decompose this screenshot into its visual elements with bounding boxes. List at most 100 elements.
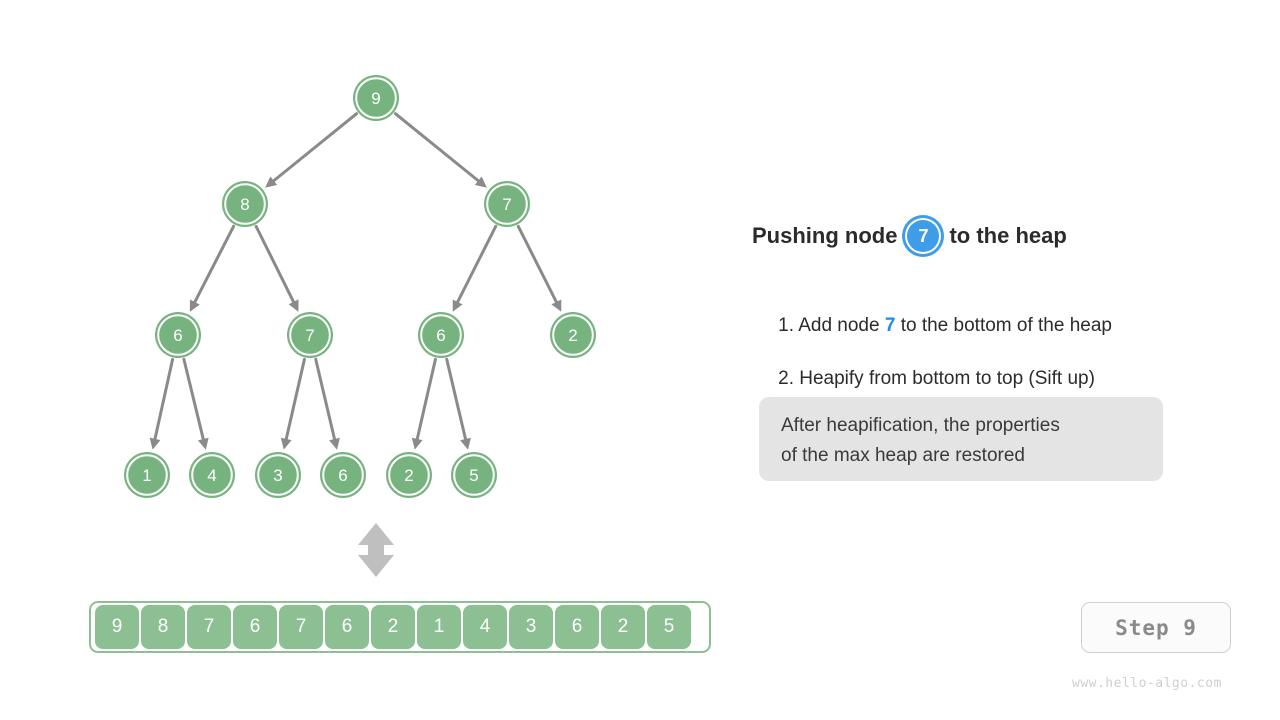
tree-node-label: 1 bbox=[142, 466, 151, 485]
tree-edge bbox=[393, 112, 482, 184]
tree-node-inner-ring bbox=[257, 454, 299, 496]
step-1-highlight-value: 7 bbox=[884, 315, 896, 336]
tree-node: 1 bbox=[124, 452, 170, 498]
tree-node: 4 bbox=[189, 452, 235, 498]
tree-node-label: 6 bbox=[338, 466, 347, 485]
array-cell: 2 bbox=[601, 605, 645, 649]
tree-node-label: 4 bbox=[207, 466, 216, 485]
tree-edge-arrowhead bbox=[460, 437, 471, 450]
tree-node-circle bbox=[386, 452, 432, 498]
pushed-node-badge: 7 bbox=[905, 218, 942, 254]
step-2-text-before: Heapify from bottom to top (Sift up) bbox=[793, 368, 1095, 389]
tree-edge-arrowhead bbox=[329, 437, 340, 450]
tree-node-inner-ring bbox=[486, 183, 528, 225]
tree-edge-arrowhead bbox=[197, 437, 209, 450]
tree-node-inner-ring bbox=[453, 454, 495, 496]
tree-node-label: 7 bbox=[305, 326, 314, 345]
instruction-step-2: 2. Heapify from bottom to top (Sift up) bbox=[757, 346, 1095, 412]
tree-edge bbox=[153, 357, 175, 443]
tree-node-circle bbox=[418, 312, 464, 358]
tree-node: 3 bbox=[255, 452, 301, 498]
tree-node-label: 2 bbox=[568, 326, 577, 345]
tree-node: 9 bbox=[353, 75, 399, 121]
page-title: Pushing node 7 to the heap bbox=[752, 218, 1067, 254]
tree-edge bbox=[445, 357, 468, 443]
tree-node-circle bbox=[255, 452, 301, 498]
tree-edge bbox=[254, 224, 296, 306]
tree-node-inner-ring bbox=[552, 314, 594, 356]
tree-edges bbox=[149, 112, 562, 450]
tree-node-circle bbox=[189, 452, 235, 498]
tree-node: 6 bbox=[320, 452, 366, 498]
tree-node-inner-ring bbox=[157, 314, 199, 356]
tree-node: 6 bbox=[418, 312, 464, 358]
up-down-arrow-icon bbox=[358, 523, 394, 577]
tree-node-label: 8 bbox=[240, 195, 249, 214]
tree-edge bbox=[284, 357, 306, 443]
array-cell: 6 bbox=[233, 605, 277, 649]
tree-edge bbox=[455, 224, 498, 306]
explanation-panel: Pushing node 7 to the heap 1. Add node 7… bbox=[752, 0, 1272, 720]
array-cell: 1 bbox=[417, 605, 461, 649]
array-cell: 5 bbox=[647, 605, 691, 649]
tree-node-label: 7 bbox=[502, 195, 511, 214]
tree-edge-arrowhead bbox=[452, 299, 463, 312]
tree-edge-arrowhead bbox=[149, 437, 161, 450]
heading-suffix: to the heap bbox=[949, 223, 1067, 248]
tree-node-inner-ring bbox=[289, 314, 331, 356]
tree-node-inner-ring bbox=[322, 454, 364, 496]
tree-node-inner-ring bbox=[224, 183, 266, 225]
tree-node-circle bbox=[124, 452, 170, 498]
tree-node-circle bbox=[320, 452, 366, 498]
tree-edge bbox=[516, 224, 559, 306]
tree-node-label: 6 bbox=[436, 326, 445, 345]
tree-node-inner-ring bbox=[420, 314, 462, 356]
array-cell: 6 bbox=[325, 605, 369, 649]
tree-node-circle bbox=[451, 452, 497, 498]
tree-edge-arrowhead bbox=[474, 176, 487, 188]
tree-node-label: 9 bbox=[371, 89, 380, 108]
array-cell: 6 bbox=[555, 605, 599, 649]
step-1-text-before: Add node bbox=[793, 315, 885, 336]
step-badge: Step 9 bbox=[1081, 602, 1231, 653]
tree-edge-arrowhead bbox=[280, 437, 292, 450]
tree-edge bbox=[314, 357, 337, 443]
array-cell: 4 bbox=[463, 605, 507, 649]
instruction-step-1: 1. Add node 7 to the bottom of the heap bbox=[757, 293, 1112, 359]
tree-edge-arrowhead bbox=[411, 437, 423, 450]
step-1-text-after: to the bottom of the heap bbox=[895, 315, 1112, 336]
step-2-index: 2. bbox=[778, 368, 794, 389]
array-cell: 9 bbox=[95, 605, 139, 649]
tree-node-label: 3 bbox=[273, 466, 282, 485]
tree-node-inner-ring bbox=[388, 454, 430, 496]
tree-node-label: 6 bbox=[173, 326, 182, 345]
tree-edge bbox=[270, 112, 359, 184]
tree-node-inner-ring bbox=[355, 77, 397, 119]
tree-node: 7 bbox=[287, 312, 333, 358]
tree-edge-arrowhead bbox=[551, 299, 562, 312]
tree-node: 7 bbox=[484, 181, 530, 227]
tree-edge bbox=[415, 357, 437, 443]
tree-edge-arrowhead bbox=[265, 176, 278, 188]
array-cell: 8 bbox=[141, 605, 185, 649]
note-callout: After heapification, the properties of t… bbox=[759, 397, 1163, 481]
tree-node-inner-ring bbox=[191, 454, 233, 496]
tree-node-circle bbox=[222, 181, 268, 227]
tree-node-circle bbox=[287, 312, 333, 358]
tree-node-circle bbox=[155, 312, 201, 358]
heading-prefix: Pushing node bbox=[752, 223, 898, 248]
tree-node: 6 bbox=[155, 312, 201, 358]
tree-edge-arrowhead bbox=[189, 299, 200, 312]
tree-node-label: 2 bbox=[404, 466, 413, 485]
tree-node-circle bbox=[484, 181, 530, 227]
watermark: www.hello-algo.com bbox=[1072, 676, 1222, 691]
tree-edge bbox=[182, 357, 206, 443]
note-line-1: After heapification, the properties bbox=[781, 415, 1060, 436]
tree-edge-arrowhead bbox=[288, 299, 299, 312]
tree-node: 8 bbox=[222, 181, 268, 227]
array-cell: 7 bbox=[187, 605, 231, 649]
tree-edge bbox=[192, 224, 236, 306]
tree-node-inner-ring bbox=[126, 454, 168, 496]
